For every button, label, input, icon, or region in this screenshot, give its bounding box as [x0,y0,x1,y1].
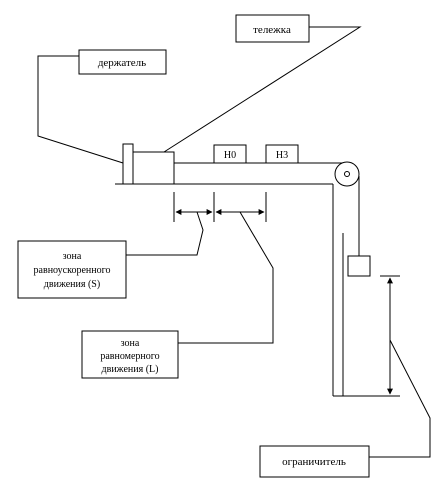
zone-accel-line-2: равноускоренного [34,265,111,276]
holder-leader [37,55,124,164]
holder-label-box [78,49,167,75]
limiter-label-box [259,445,370,478]
zone-uniform-box [81,330,179,379]
zone-accel-leader [126,211,204,256]
zone-uniform-line-3: движения (L) [102,364,159,375]
holder-label: держатель [98,57,146,69]
zone-uniform-line-2: равномерного [100,351,159,362]
holder-block [122,143,134,185]
sensor-label-1: Н0 [224,150,236,161]
limiter-label: ограничитель [282,456,346,468]
cart-leader [163,26,362,153]
thread [174,162,344,185]
zone-uniform-leader [178,211,274,344]
hanging-weight [347,255,371,277]
pulley-axle [344,171,350,177]
cart-label: тележка [253,24,291,36]
limiter-leader [369,339,431,458]
cart-label-box [235,14,310,43]
zone-accel-line-1: зона [63,251,82,262]
sensor-label-2: Н3 [276,150,288,161]
zone-accel-line-3: движения (S) [44,279,100,290]
cart-block [132,151,175,185]
zone-uniform-line-1: зона [121,338,140,349]
zone-ticks [173,192,267,222]
zone-accel-box [17,240,127,299]
